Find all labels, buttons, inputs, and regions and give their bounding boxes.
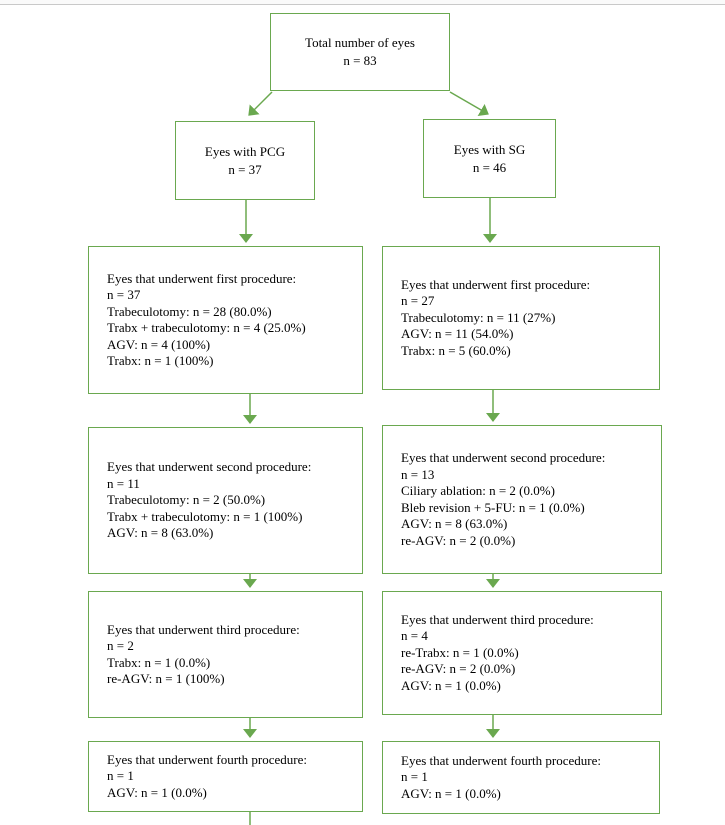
box-line: n = 2 xyxy=(107,638,134,653)
box-count: n = 46 xyxy=(472,159,507,175)
box-line: n = 4 xyxy=(401,628,428,644)
box-total-eyes: Total number of eyes n = 83 xyxy=(270,13,450,91)
box-sg-third-procedure: Eyes that underwent third procedure: n =… xyxy=(382,591,662,715)
box-line: Trabeculotomy: n = 11 (27%) xyxy=(401,309,556,325)
box-line: Trabx + trabeculotomy: n = 4 (25.0%) xyxy=(107,320,306,335)
box-line: Trabeculotomy: n = 2 (50.0%) xyxy=(107,492,266,508)
box-count: n = 83 xyxy=(343,53,377,68)
box-line: AGV: n = 8 (63.0%) xyxy=(401,516,508,531)
box-title: Eyes with PCG xyxy=(204,143,286,159)
box-line: AGV: n = 1 (0.0%) xyxy=(401,785,501,801)
box-line: re-AGV: n = 2 (0.0%) xyxy=(401,661,516,677)
box-title: Eyes that underwent first procedure: xyxy=(401,276,591,292)
box-line: AGV: n = 11 (54.0%) xyxy=(401,326,514,342)
arrow-root-to-pcg xyxy=(248,91,273,116)
arrow-root-to-sg xyxy=(449,91,489,117)
box-line: n = 11 xyxy=(107,475,140,491)
box-sg-first-procedure: Eyes that underwent first procedure: n =… xyxy=(382,246,660,390)
box-line: n = 1 xyxy=(401,769,428,785)
box-pcg-second-procedure: Eyes that underwent second procedure: n … xyxy=(88,427,363,574)
box-line: Trabeculotomy: n = 28 (80.0%) xyxy=(107,303,272,319)
box-pcg-first-procedure: Eyes that underwent first procedure: n =… xyxy=(88,246,363,394)
box-line: Trabx + trabeculotomy: n = 1 (100%) xyxy=(107,508,303,524)
page-edge-divider xyxy=(0,0,725,5)
box-title: Eyes with SG xyxy=(453,141,526,157)
box-line: Ciliary ablation: n = 2 (0.0%) xyxy=(401,483,555,498)
box-line: n = 1 xyxy=(107,768,134,784)
box-line: AGV: n = 1 (0.0%) xyxy=(401,677,501,693)
box-title: Eyes that underwent fourth procedure: xyxy=(107,751,307,767)
box-title: Eyes that underwent third procedure: xyxy=(401,611,594,627)
box-line: AGV: n = 4 (100%) xyxy=(107,336,211,352)
box-line: n = 27 xyxy=(401,293,435,309)
box-line: AGV: n = 8 (63.0%) xyxy=(107,525,214,541)
box-title: Eyes that underwent second procedure: xyxy=(401,450,606,465)
box-line: re-AGV: n = 1 (100%) xyxy=(107,671,225,686)
box-eyes-with-sg: Eyes with SG n = 46 xyxy=(423,119,556,198)
box-title: Eyes that underwent second procedure: xyxy=(107,459,312,475)
box-pcg-third-procedure: Eyes that underwent third procedure: n =… xyxy=(88,591,363,718)
box-title: Eyes that underwent third procedure: xyxy=(107,621,300,637)
box-line: Trabx: n = 1 (100%) xyxy=(107,353,214,368)
box-eyes-with-pcg: Eyes with PCG n = 37 xyxy=(175,121,315,200)
box-line: re-Trabx: n = 1 (0.0%) xyxy=(401,644,519,660)
box-line: n = 37 xyxy=(107,287,141,302)
box-line: Trabx: n = 5 (60.0%) xyxy=(401,342,511,358)
box-pcg-fourth-procedure: Eyes that underwent fourth procedure: n … xyxy=(88,741,363,812)
box-title: Eyes that underwent fourth procedure: xyxy=(401,752,601,768)
box-title: Eyes that underwent first procedure: xyxy=(107,270,297,286)
box-title: Total number of eyes xyxy=(305,35,415,50)
box-line: Bleb revision + 5-FU: n = 1 (0.0%) xyxy=(401,499,585,515)
box-line: n = 13 xyxy=(401,466,435,482)
box-sg-fourth-procedure: Eyes that underwent fourth procedure: n … xyxy=(382,741,660,814)
box-line: Trabx: n = 1 (0.0%) xyxy=(107,654,211,670)
box-line: re-AGV: n = 2 (0.0%) xyxy=(401,532,516,548)
box-line: AGV: n = 1 (0.0%) xyxy=(107,784,207,800)
box-sg-second-procedure: Eyes that underwent second procedure: n … xyxy=(382,425,662,574)
box-count: n = 37 xyxy=(228,161,262,177)
